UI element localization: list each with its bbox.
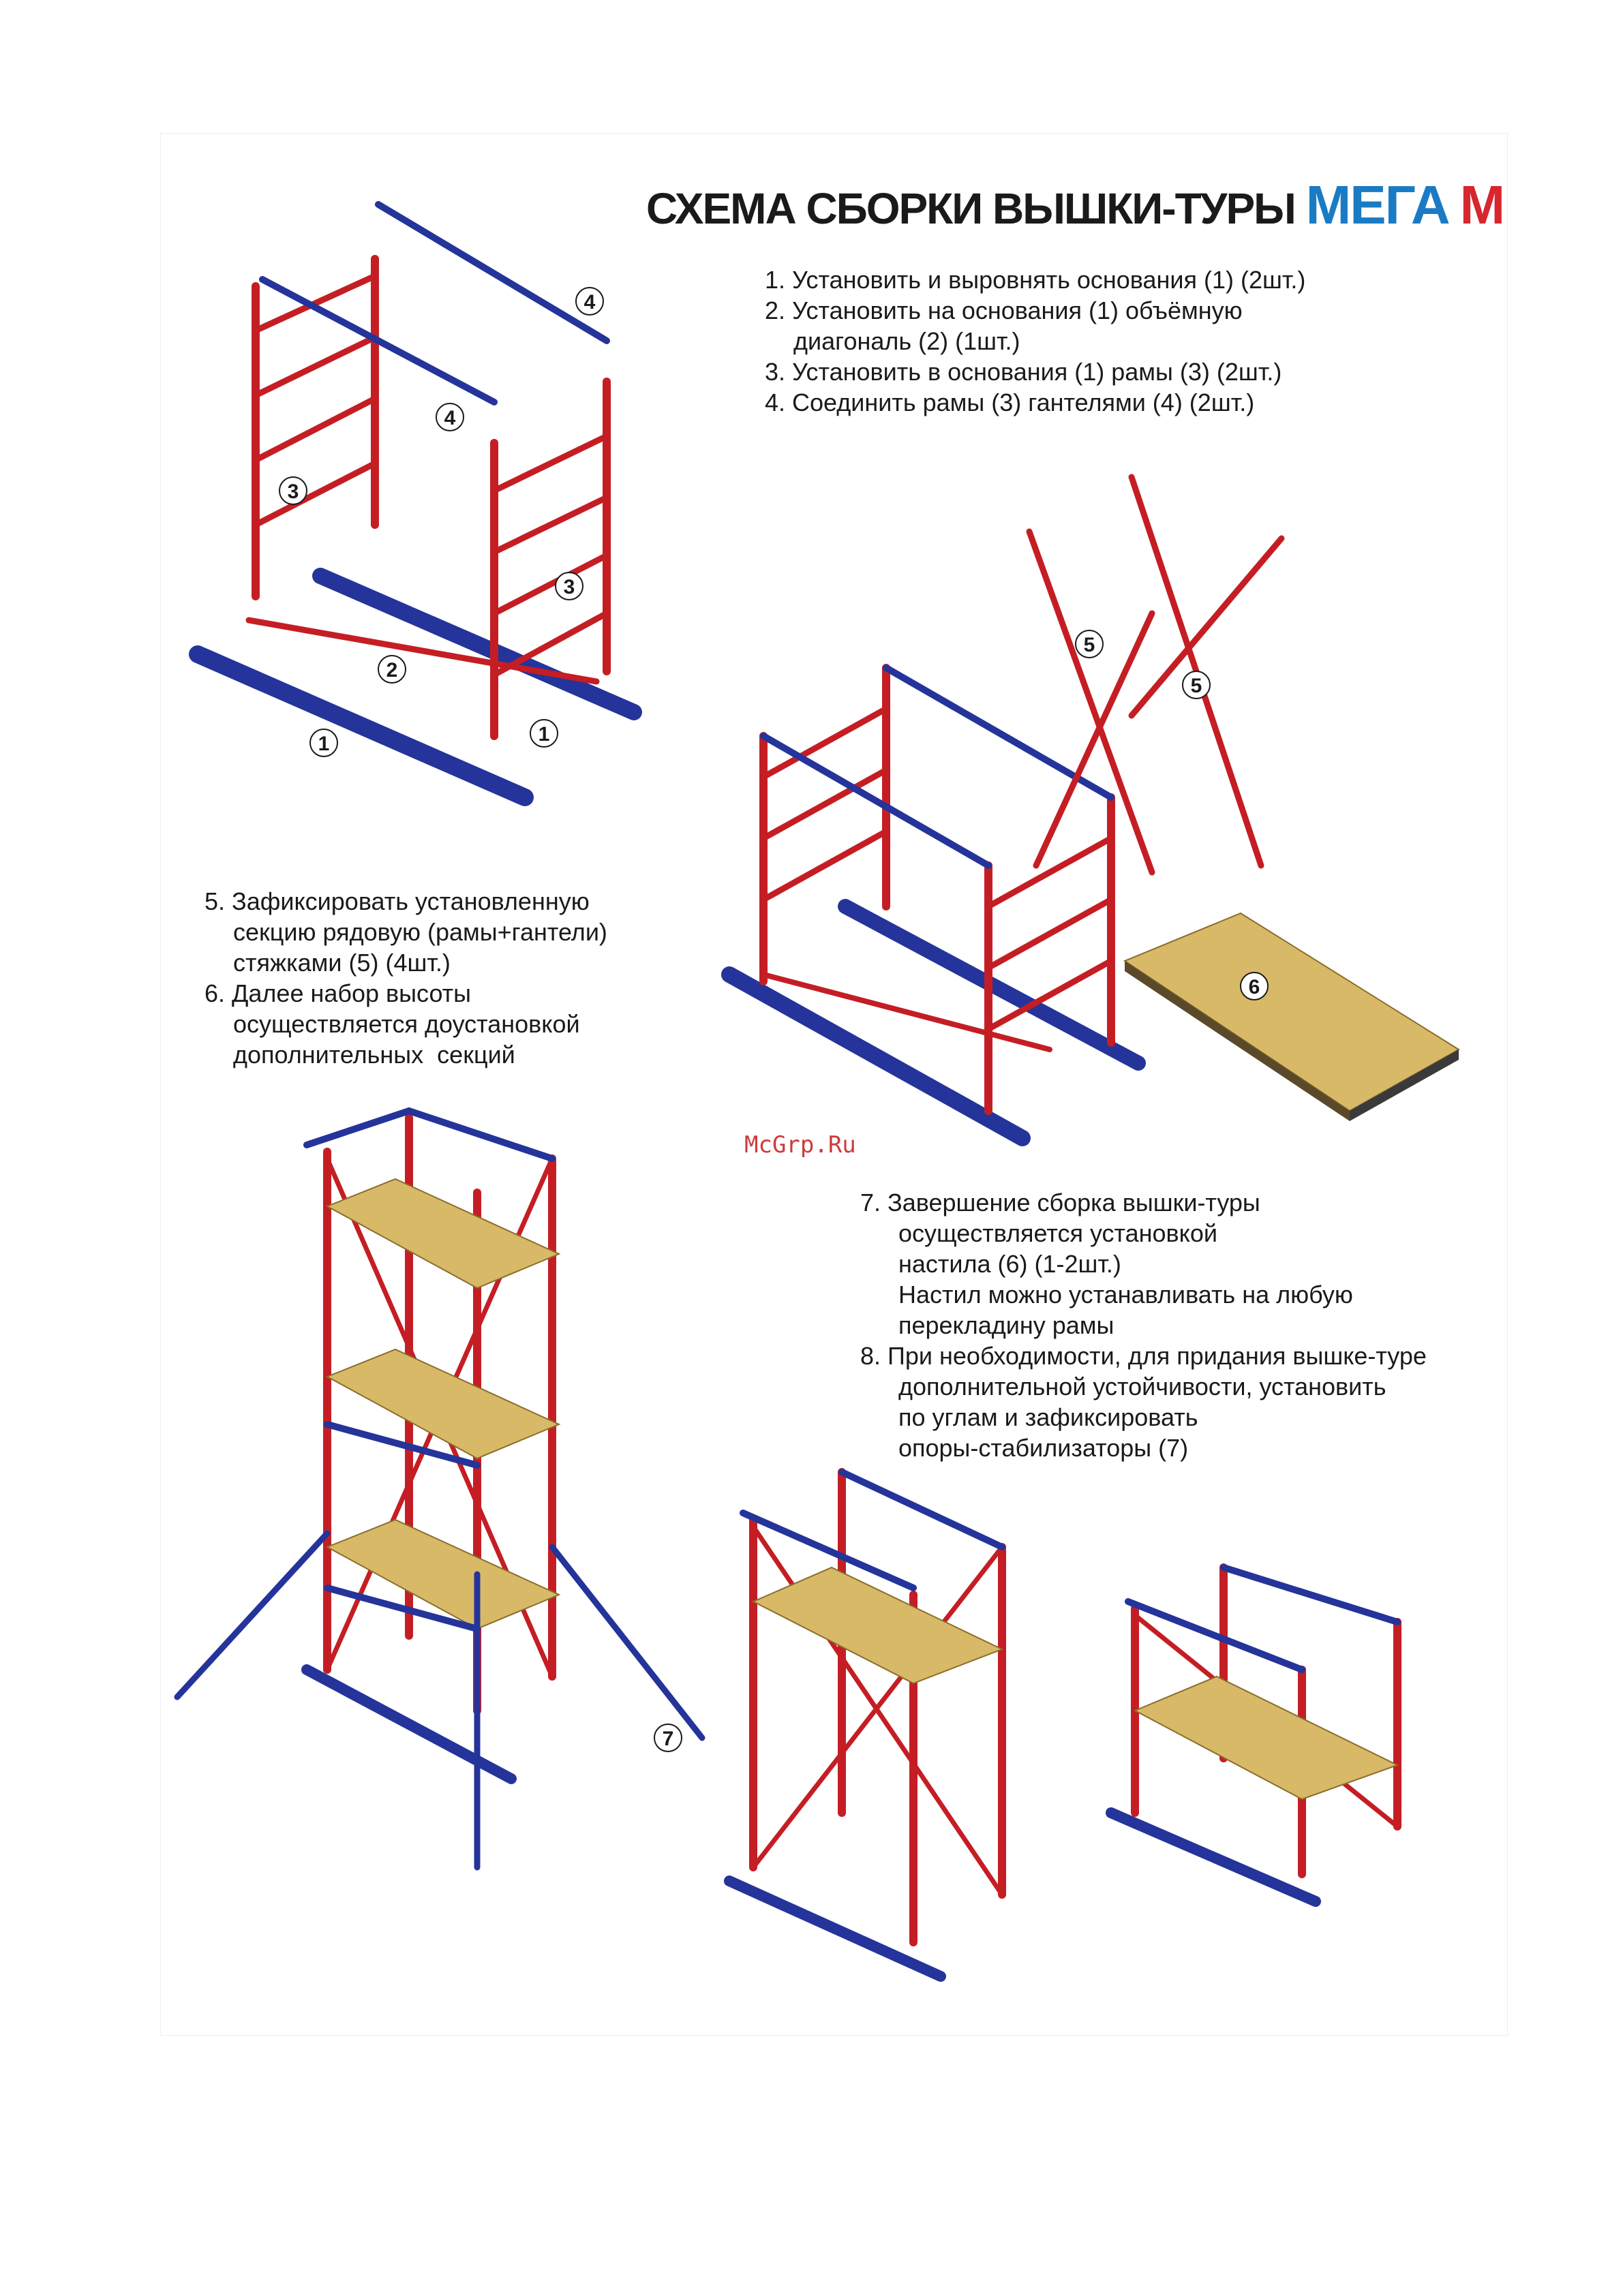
label-base-back: 1	[539, 723, 550, 746]
label-dumbbell-back: 4	[584, 291, 596, 313]
step-2: 2. Установить на основания (1) объёмную	[765, 296, 1243, 324]
section-frame-left	[759, 664, 890, 985]
label-frame-right: 3	[564, 576, 575, 598]
dumbbell-back	[375, 201, 610, 344]
brand-letter: М	[1459, 174, 1505, 235]
step-6-cont-1: осуществляется доустановкой	[233, 1010, 580, 1038]
diagonal-brace	[245, 617, 600, 685]
title-main: СХЕМА СБОРКИ ВЫШКИ-ТУРЫ	[646, 184, 1296, 233]
label-stabilizer: 7	[663, 1728, 674, 1750]
step-8-cont-1: дополнительной устойчивости, установить	[898, 1373, 1386, 1400]
frame-left	[252, 255, 379, 600]
step-5-cont-1: секцию рядовую (рамы+гантели)	[233, 918, 607, 946]
step-6: 6. Далее набор высоты	[204, 979, 472, 1007]
stabilizer-3	[549, 1544, 706, 1741]
figure-exploded-base-frames: 4 4 3 3 2 1 1	[189, 201, 642, 806]
step-8-cont-3: опоры-стабилизаторы (7)	[898, 1434, 1189, 1462]
label-brace-right: 5	[1191, 675, 1202, 697]
step-8-cont-2: по углам и зафиксировать	[898, 1403, 1198, 1431]
step-1: 1. Установить и выровнять основания (1) …	[765, 266, 1306, 294]
brace-3	[1033, 610, 1155, 869]
step-2-cont: диагональ (2) (1шт.)	[793, 327, 1020, 355]
step-4: 4. Соединить рамы (3) гантелями (4) (2шт…	[765, 388, 1255, 416]
steps-list-bottom: 7. Завершение сборка вышки-туры осуществ…	[860, 1187, 1427, 1463]
label-dumbbell-front: 4	[444, 407, 456, 429]
step-7: 7. Завершение сборка вышки-туры	[860, 1189, 1260, 1216]
step-8: 8. При необходимости, для придания вышке…	[860, 1342, 1427, 1370]
label-base-front: 1	[318, 733, 330, 755]
label-brace-left: 5	[1084, 634, 1095, 656]
step-5-cont-2: стяжками (5) (4шт.)	[233, 949, 451, 977]
brace-4	[1128, 535, 1285, 719]
base-beam-back	[312, 568, 642, 720]
step-6-cont-2: дополнительных секций	[233, 1041, 515, 1069]
step-3: 3. Установить в основания (1) рамы (3) (…	[765, 358, 1282, 386]
steps-list-top: 1. Установить и выровнять основания (1) …	[765, 264, 1305, 418]
figure-medium-tower	[724, 1468, 1006, 1982]
section-frame-right	[984, 793, 1115, 1115]
watermark: McGrp.Ru	[744, 1131, 856, 1159]
step-7-cont-2: настила (6) (1-2шт.)	[898, 1250, 1121, 1278]
steps-list-middle: 5. Зафиксировать установленную секцию ря…	[204, 886, 607, 1070]
figure-section-braces-platform: 5 5 6	[721, 474, 1460, 1146]
label-diagonal: 2	[386, 659, 398, 682]
frame-right	[490, 378, 611, 740]
platform-deck	[1123, 912, 1460, 1121]
brand-word: МЕГА	[1305, 174, 1451, 235]
step-5: 5. Зафиксировать установленную	[204, 887, 590, 915]
dumbbell-front	[259, 276, 498, 405]
base-beam-front	[189, 645, 534, 806]
page-border	[160, 133, 1508, 2036]
section-dumbbell-back	[883, 664, 1114, 801]
step-7-cont-3: Настил можно устанавливать на любую	[898, 1281, 1353, 1308]
section-dumbbell-front	[760, 733, 992, 869]
label-frame-left: 3	[288, 480, 299, 503]
brace-1	[1026, 528, 1155, 876]
section-base-front	[721, 966, 1031, 1146]
label-platform: 6	[1249, 976, 1260, 998]
section-diagonal	[761, 972, 1052, 1052]
figure-tall-tower-stabilizers: 7	[174, 1107, 706, 1871]
page-title: СХЕМА СБОРКИ ВЫШКИ-ТУРЫ МЕГА М	[646, 174, 1505, 236]
step-7-cont-4: перекладину рамы	[898, 1311, 1114, 1339]
stabilizer-1	[174, 1530, 331, 1700]
step-7-cont-1: осуществляется установкой	[898, 1219, 1217, 1247]
figure-short-tower	[1106, 1563, 1401, 1907]
